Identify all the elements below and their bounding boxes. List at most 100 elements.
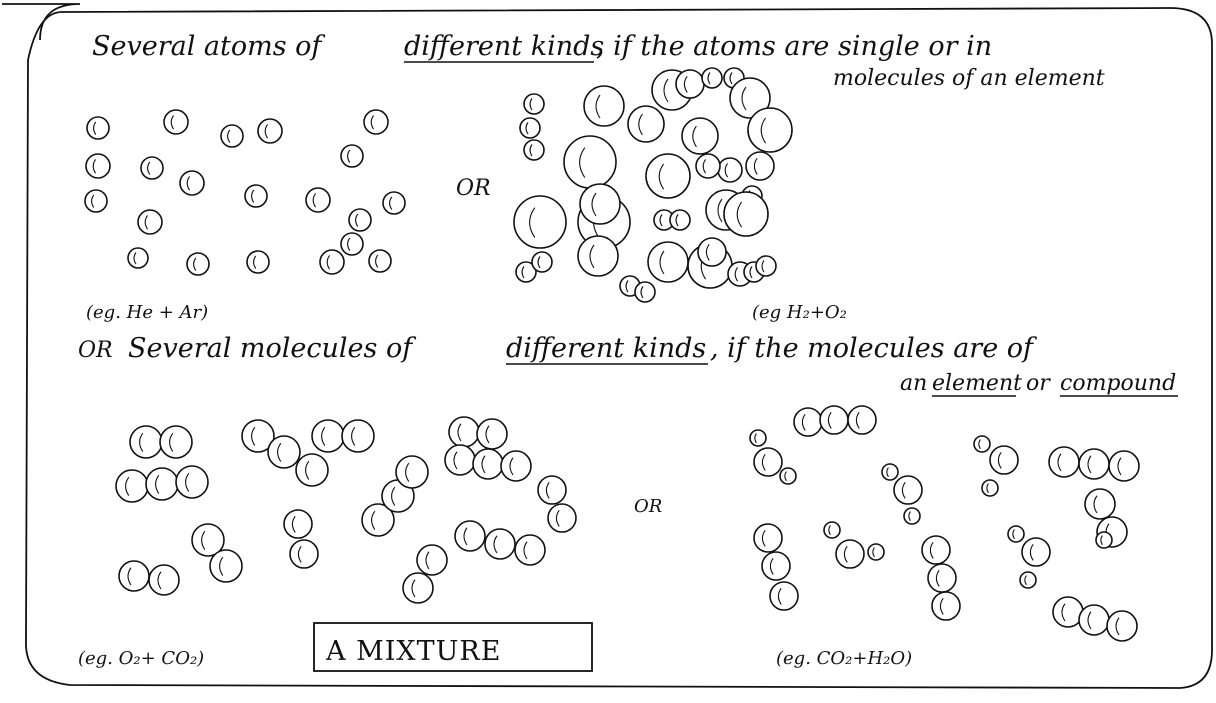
h2o-molecule-5-atom-1-shading (843, 545, 848, 563)
diatomic-atom (627, 105, 665, 143)
diatomic-atom (577, 235, 619, 277)
co2-molecule-3-atom-2 (472, 448, 504, 480)
co2b-molecule-4-atom-2-shading (935, 569, 940, 587)
co2b-molecule-4-atom-2 (927, 563, 957, 593)
diatomic-atom-shading (589, 244, 595, 269)
h2o-molecule-3-atom-3 (903, 507, 921, 525)
diatomic-atom (675, 69, 705, 99)
single-atom-shading (253, 255, 257, 269)
single-atom (140, 156, 164, 180)
single-atom (257, 118, 283, 144)
header-line-4-an: an (900, 371, 927, 396)
co2-molecule-2-atom-2 (145, 467, 179, 501)
diatomic-atom-shading (761, 260, 765, 273)
header-line-1-rest: , if the atoms are single or in (596, 31, 992, 62)
single-atom (382, 191, 406, 215)
h2o-molecule-6-atom-1 (1021, 537, 1051, 567)
caption-h2-o2: (eg H₂+O₂ (752, 302, 847, 323)
single-atom (348, 208, 372, 232)
o2-molecule-2-atom-2 (341, 419, 375, 453)
o2-molecule-7-atom-1 (118, 560, 150, 592)
diatomic-atom-shading (659, 214, 663, 227)
word-element: element (932, 371, 1022, 396)
diatomic-atom-shading (529, 98, 533, 111)
single-atom-shading (133, 252, 137, 265)
diatomic-atom-shading (591, 192, 597, 217)
diatomic-atom-shading (595, 94, 601, 119)
co2-molecule-2-atom-3 (175, 465, 209, 499)
diatomic-atom-shading (724, 163, 729, 178)
h2o-molecule-3-atom-1 (893, 475, 923, 505)
co2b-molecule-5-atom-1-shading (1061, 603, 1066, 622)
diatomic-atom-shading (736, 201, 743, 228)
single-atom (86, 116, 110, 140)
co2-molecule-4-atom-1 (361, 503, 395, 537)
co2b-molecule-2-atom-3-shading (1117, 457, 1122, 476)
co2b-molecule-3-atom-1 (753, 523, 783, 553)
co2-molecule-3-atom-3-shading (509, 457, 514, 476)
single-atom (186, 252, 210, 276)
single-atom (127, 247, 149, 269)
diatomic-atom (717, 157, 743, 183)
co2b-molecule-5-atom-2 (1078, 604, 1110, 636)
caption-o2-co2: (eg. O₂+ CO₂) (78, 648, 204, 669)
diatomic-atom-shading (729, 72, 733, 85)
header-line-1: Several atoms of (92, 31, 325, 62)
o2-molecule-1-atom-2-shading (169, 432, 174, 452)
o2-molecule-6-atom-2-shading (219, 556, 224, 576)
diatomic-atom (563, 135, 617, 189)
o2-molecule-3-atom-2 (476, 418, 508, 450)
co2-molecule-1-atom-1 (241, 419, 275, 453)
single-atom (85, 153, 111, 179)
co2b-molecule-1-atom-1-shading (801, 413, 806, 431)
h2o-molecule-5-atom-1 (835, 539, 865, 569)
single-atom (137, 209, 163, 235)
single-atom (340, 144, 364, 168)
diatomic-atom-shading (741, 86, 747, 111)
diatomic-atom (531, 251, 553, 273)
word-compound: compound (1060, 371, 1176, 396)
h2o-molecule-5-atom-3-shading (872, 547, 875, 558)
diatomic-atom (647, 241, 689, 283)
co2b-molecule-1-atom-3 (847, 405, 877, 435)
single-atom-shading (389, 196, 393, 210)
co2b-molecule-2-atom-2-shading (1087, 455, 1092, 474)
single-atom-shading (264, 124, 269, 139)
or-label-2: OR (634, 496, 662, 517)
diatomic-atom-shading (717, 198, 723, 223)
h2o-molecule-4-atom-3 (1095, 531, 1113, 549)
h2o-molecule-1-atom-3-shading (784, 471, 787, 482)
co2b-molecule-4-atom-1-shading (929, 541, 934, 559)
co2-molecule-3-atom-1-shading (453, 451, 458, 470)
co2b-molecule-1-atom-2 (819, 405, 849, 435)
diatomic-atom-shading (579, 147, 586, 178)
h2o-molecule-6-atom-3 (1019, 571, 1037, 589)
diatomic-atom-shading (705, 243, 710, 261)
co2b-molecule-2-atom-1-shading (1057, 453, 1062, 472)
o2-molecule-3-atom-2-shading (485, 425, 490, 444)
h2o-molecule-3-atom-1-shading (901, 481, 906, 499)
diatomic-atom-shading (734, 267, 739, 282)
diatomic-atom-shading (749, 266, 753, 279)
single-atom-shading (92, 159, 97, 174)
co2b-molecule-5-atom-3 (1106, 610, 1138, 642)
co2b-molecule-4-atom-1 (921, 535, 951, 565)
diatomic-atom (669, 209, 691, 231)
co2b-molecule-4-atom-3-shading (939, 597, 944, 615)
single-atom (368, 249, 392, 273)
diatomic-atom (515, 261, 537, 283)
or-label-1: OR (456, 176, 491, 201)
main-frame (25, 7, 1213, 689)
h2o-molecule-1-atom-1 (753, 447, 783, 477)
o2-molecule-3-atom-1-shading (457, 423, 462, 442)
o2-molecule-7-atom-1-shading (127, 567, 132, 586)
diatomic-atom (513, 195, 567, 249)
h2o-molecule-5-atom-2-shading (828, 525, 831, 536)
co2-molecule-5-atom-2-shading (493, 535, 498, 554)
diatomic-atom-shading (625, 280, 629, 293)
diatomic-atom (523, 139, 545, 161)
single-atom-shading (144, 215, 149, 230)
co2b-molecule-3-atom-2 (761, 551, 791, 581)
h2o-molecule-4-atom-1 (1084, 488, 1116, 520)
